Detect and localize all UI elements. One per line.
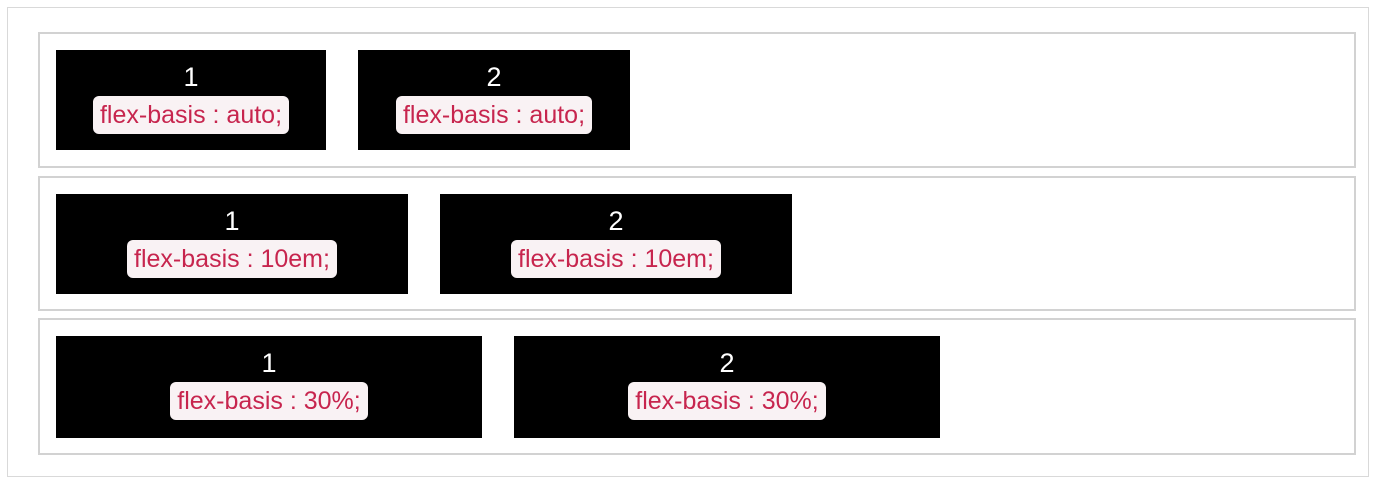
item-number: 2 [719,348,735,378]
item-number: 1 [183,62,199,92]
item-code-label: flex-basis : auto; [395,96,593,134]
demo-container: 1 flex-basis : auto; 2 flex-basis : auto… [7,7,1369,477]
flex-item-2: 2 flex-basis : 30%; [514,336,940,438]
item-code-label: flex-basis : auto; [92,96,290,134]
item-code-label: flex-basis : 10em; [127,240,337,278]
flex-item-1: 1 flex-basis : auto; [56,50,326,150]
item-number: 2 [608,206,624,236]
item-code-label: flex-basis : 10em; [511,240,721,278]
flex-row-10em: 1 flex-basis : 10em; 2 flex-basis : 10em… [38,176,1356,311]
item-number: 2 [486,62,502,92]
flex-row-30pct: 1 flex-basis : 30%; 2 flex-basis : 30%; [38,318,1356,455]
flex-item-1: 1 flex-basis : 30%; [56,336,482,438]
item-number: 1 [224,206,240,236]
item-code-label: flex-basis : 30%; [628,382,826,420]
flex-item-1: 1 flex-basis : 10em; [56,194,408,294]
flex-item-2: 2 flex-basis : auto; [358,50,630,150]
item-code-label: flex-basis : 30%; [170,382,368,420]
flex-item-2: 2 flex-basis : 10em; [440,194,792,294]
item-number: 1 [261,348,277,378]
flex-row-auto: 1 flex-basis : auto; 2 flex-basis : auto… [38,32,1356,168]
